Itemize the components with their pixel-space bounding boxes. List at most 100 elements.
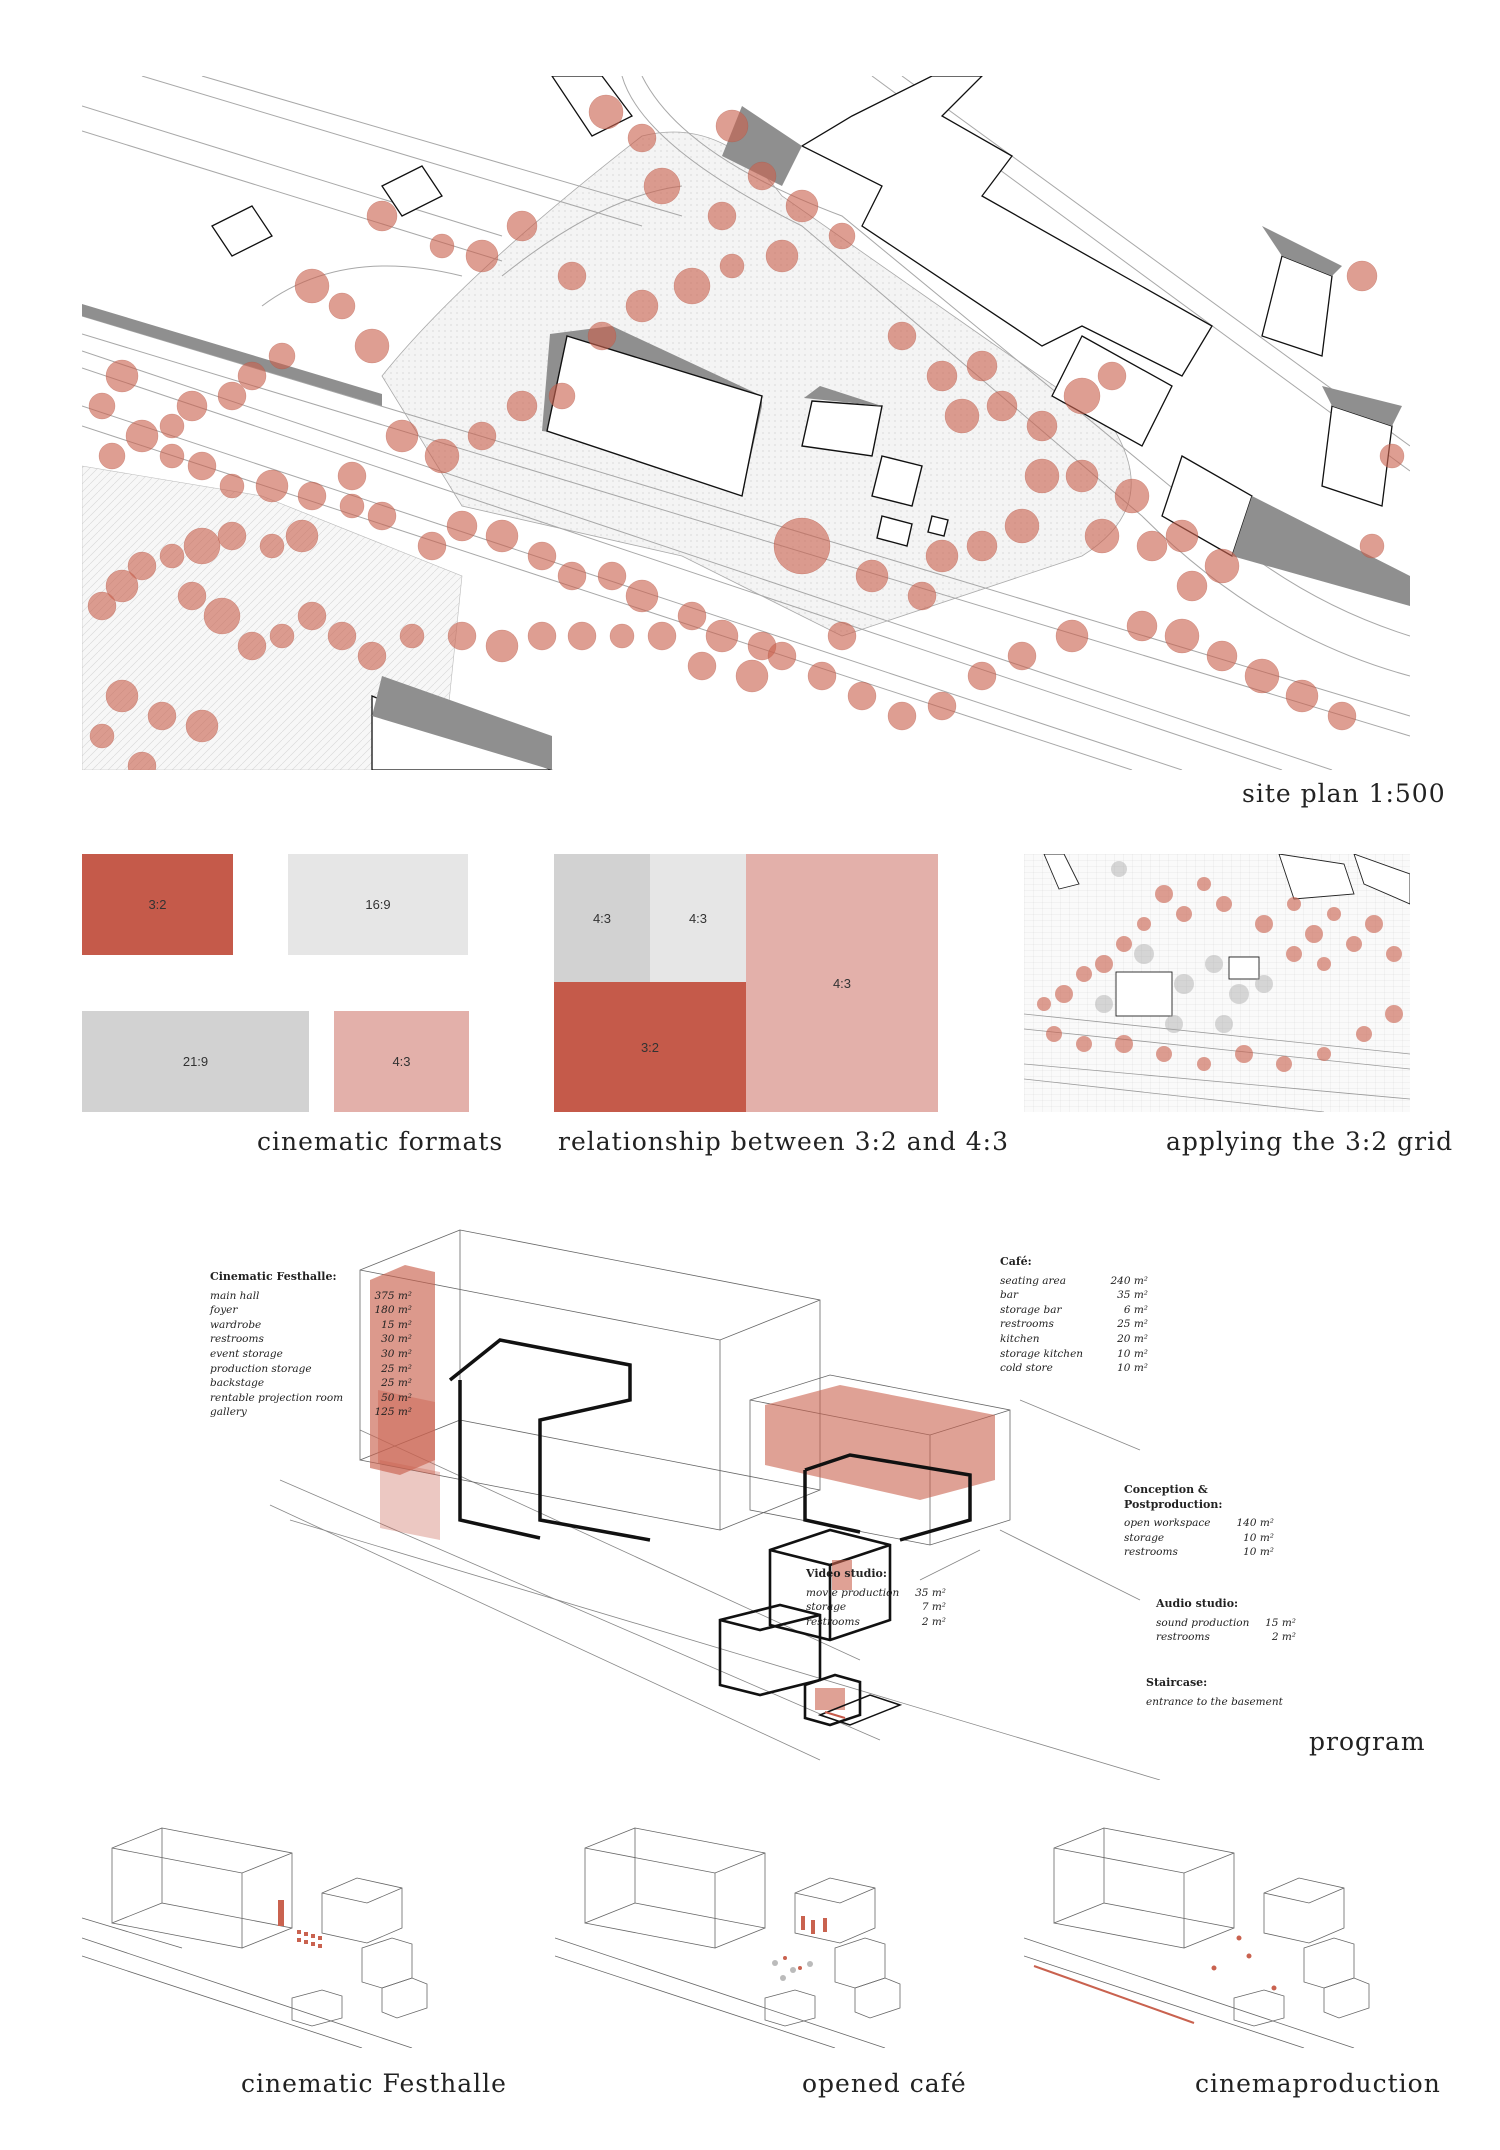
tree xyxy=(587,321,617,351)
program-conception-title: Conception & Postproduction: xyxy=(1124,1483,1223,1511)
tree xyxy=(847,681,877,711)
tree xyxy=(887,321,917,351)
grid-tree xyxy=(1276,1056,1292,1072)
tree xyxy=(673,267,711,305)
grid-gray-circle xyxy=(1095,995,1113,1013)
program-row-area: 375 m² xyxy=(374,1289,412,1302)
tree xyxy=(647,621,677,651)
relationship-3-2: 3:2 xyxy=(554,982,746,1112)
program-row-area: 20 m² xyxy=(1117,1332,1148,1345)
program-row-area: 180 m² xyxy=(374,1304,412,1317)
tree xyxy=(203,597,241,635)
tree xyxy=(339,493,365,519)
program-audio-title: Audio studio: xyxy=(1156,1597,1239,1610)
program-staircase-title: Staircase: xyxy=(1146,1676,1208,1689)
grid-tree xyxy=(1116,936,1132,952)
tree xyxy=(719,253,745,279)
rail-wall xyxy=(82,304,382,406)
program-row-area: 35 m² xyxy=(915,1586,946,1599)
tree xyxy=(429,233,455,259)
tree xyxy=(366,200,398,232)
scenario-festhalle xyxy=(82,1827,428,2048)
program-row-area: 10 m² xyxy=(1243,1546,1274,1559)
tree xyxy=(127,751,157,770)
tree xyxy=(1055,619,1089,653)
program-row-area: 6 m² xyxy=(1123,1303,1148,1316)
tree xyxy=(357,641,387,671)
grid-tree xyxy=(1386,946,1402,962)
tree xyxy=(183,527,221,565)
program-row-area: 10 m² xyxy=(1243,1531,1274,1544)
tree xyxy=(297,481,327,511)
audio-volume xyxy=(803,1673,862,1727)
program-staircase: Staircase: entrance to the basement xyxy=(1146,1676,1296,1709)
tree xyxy=(1206,640,1238,672)
tree xyxy=(446,510,478,542)
tree xyxy=(1285,679,1319,713)
tree xyxy=(707,201,737,231)
tree xyxy=(268,342,296,370)
program-row-area: 140 m² xyxy=(1236,1517,1274,1530)
caption-site-plan: site plan 1:500 xyxy=(1242,779,1446,808)
tree xyxy=(1165,519,1199,553)
trees xyxy=(87,94,1405,770)
tree xyxy=(828,222,856,250)
grid-gray-circle xyxy=(1255,975,1273,993)
grid-tree xyxy=(1176,906,1192,922)
grid-tree xyxy=(1037,997,1051,1011)
grid-tree xyxy=(1327,907,1341,921)
program-row-name: storage kitchen xyxy=(1000,1347,1084,1360)
production-scenario-red xyxy=(1033,1935,1277,2024)
program-row-area: 10 m² xyxy=(1117,1347,1148,1360)
program-row-area: 2 m² xyxy=(921,1615,946,1628)
tree xyxy=(966,530,998,562)
tree xyxy=(557,561,587,591)
tree xyxy=(1176,570,1208,602)
festhalle-scenario-red xyxy=(278,1900,322,1948)
grid-gray-circle xyxy=(1229,984,1249,1004)
tree xyxy=(88,392,116,420)
tree xyxy=(1026,410,1058,442)
tree xyxy=(447,621,477,651)
grid-tree xyxy=(1317,1047,1331,1061)
program-row-name: restrooms xyxy=(1124,1546,1178,1559)
tree xyxy=(548,382,576,410)
tree xyxy=(465,239,499,273)
tree xyxy=(785,189,819,223)
program-row-name: restrooms xyxy=(1000,1318,1054,1331)
buildings-existing xyxy=(211,76,1410,770)
tree xyxy=(926,360,958,392)
tree xyxy=(588,94,624,130)
grid-gray-circle xyxy=(1205,955,1223,973)
tree xyxy=(925,539,959,573)
program-row-name: main hall xyxy=(210,1289,260,1302)
grid-tree xyxy=(1365,915,1383,933)
staircase-arrow xyxy=(824,1711,846,1719)
tree xyxy=(147,701,177,731)
tree xyxy=(467,421,497,451)
festhalle-red-blocks xyxy=(370,1265,440,1540)
tree xyxy=(176,390,208,422)
tree xyxy=(1084,518,1120,554)
tree xyxy=(747,161,777,191)
grid-tree xyxy=(1235,1045,1253,1063)
caption-festhalle: cinematic Festhalle xyxy=(241,2069,507,2098)
program-row-name: kitchen xyxy=(1000,1332,1040,1345)
program-row-area: 25 m² xyxy=(1117,1318,1148,1331)
program-row-area: 25 m² xyxy=(381,1377,412,1390)
grid-tree xyxy=(1216,896,1232,912)
grid-tree xyxy=(1385,1005,1403,1023)
tree xyxy=(1114,478,1150,514)
tree xyxy=(127,551,157,581)
program-conception: Conception & Postproduction: open worksp… xyxy=(1124,1483,1274,1560)
tree xyxy=(705,619,739,653)
program-row-area: 15 m² xyxy=(381,1318,412,1331)
